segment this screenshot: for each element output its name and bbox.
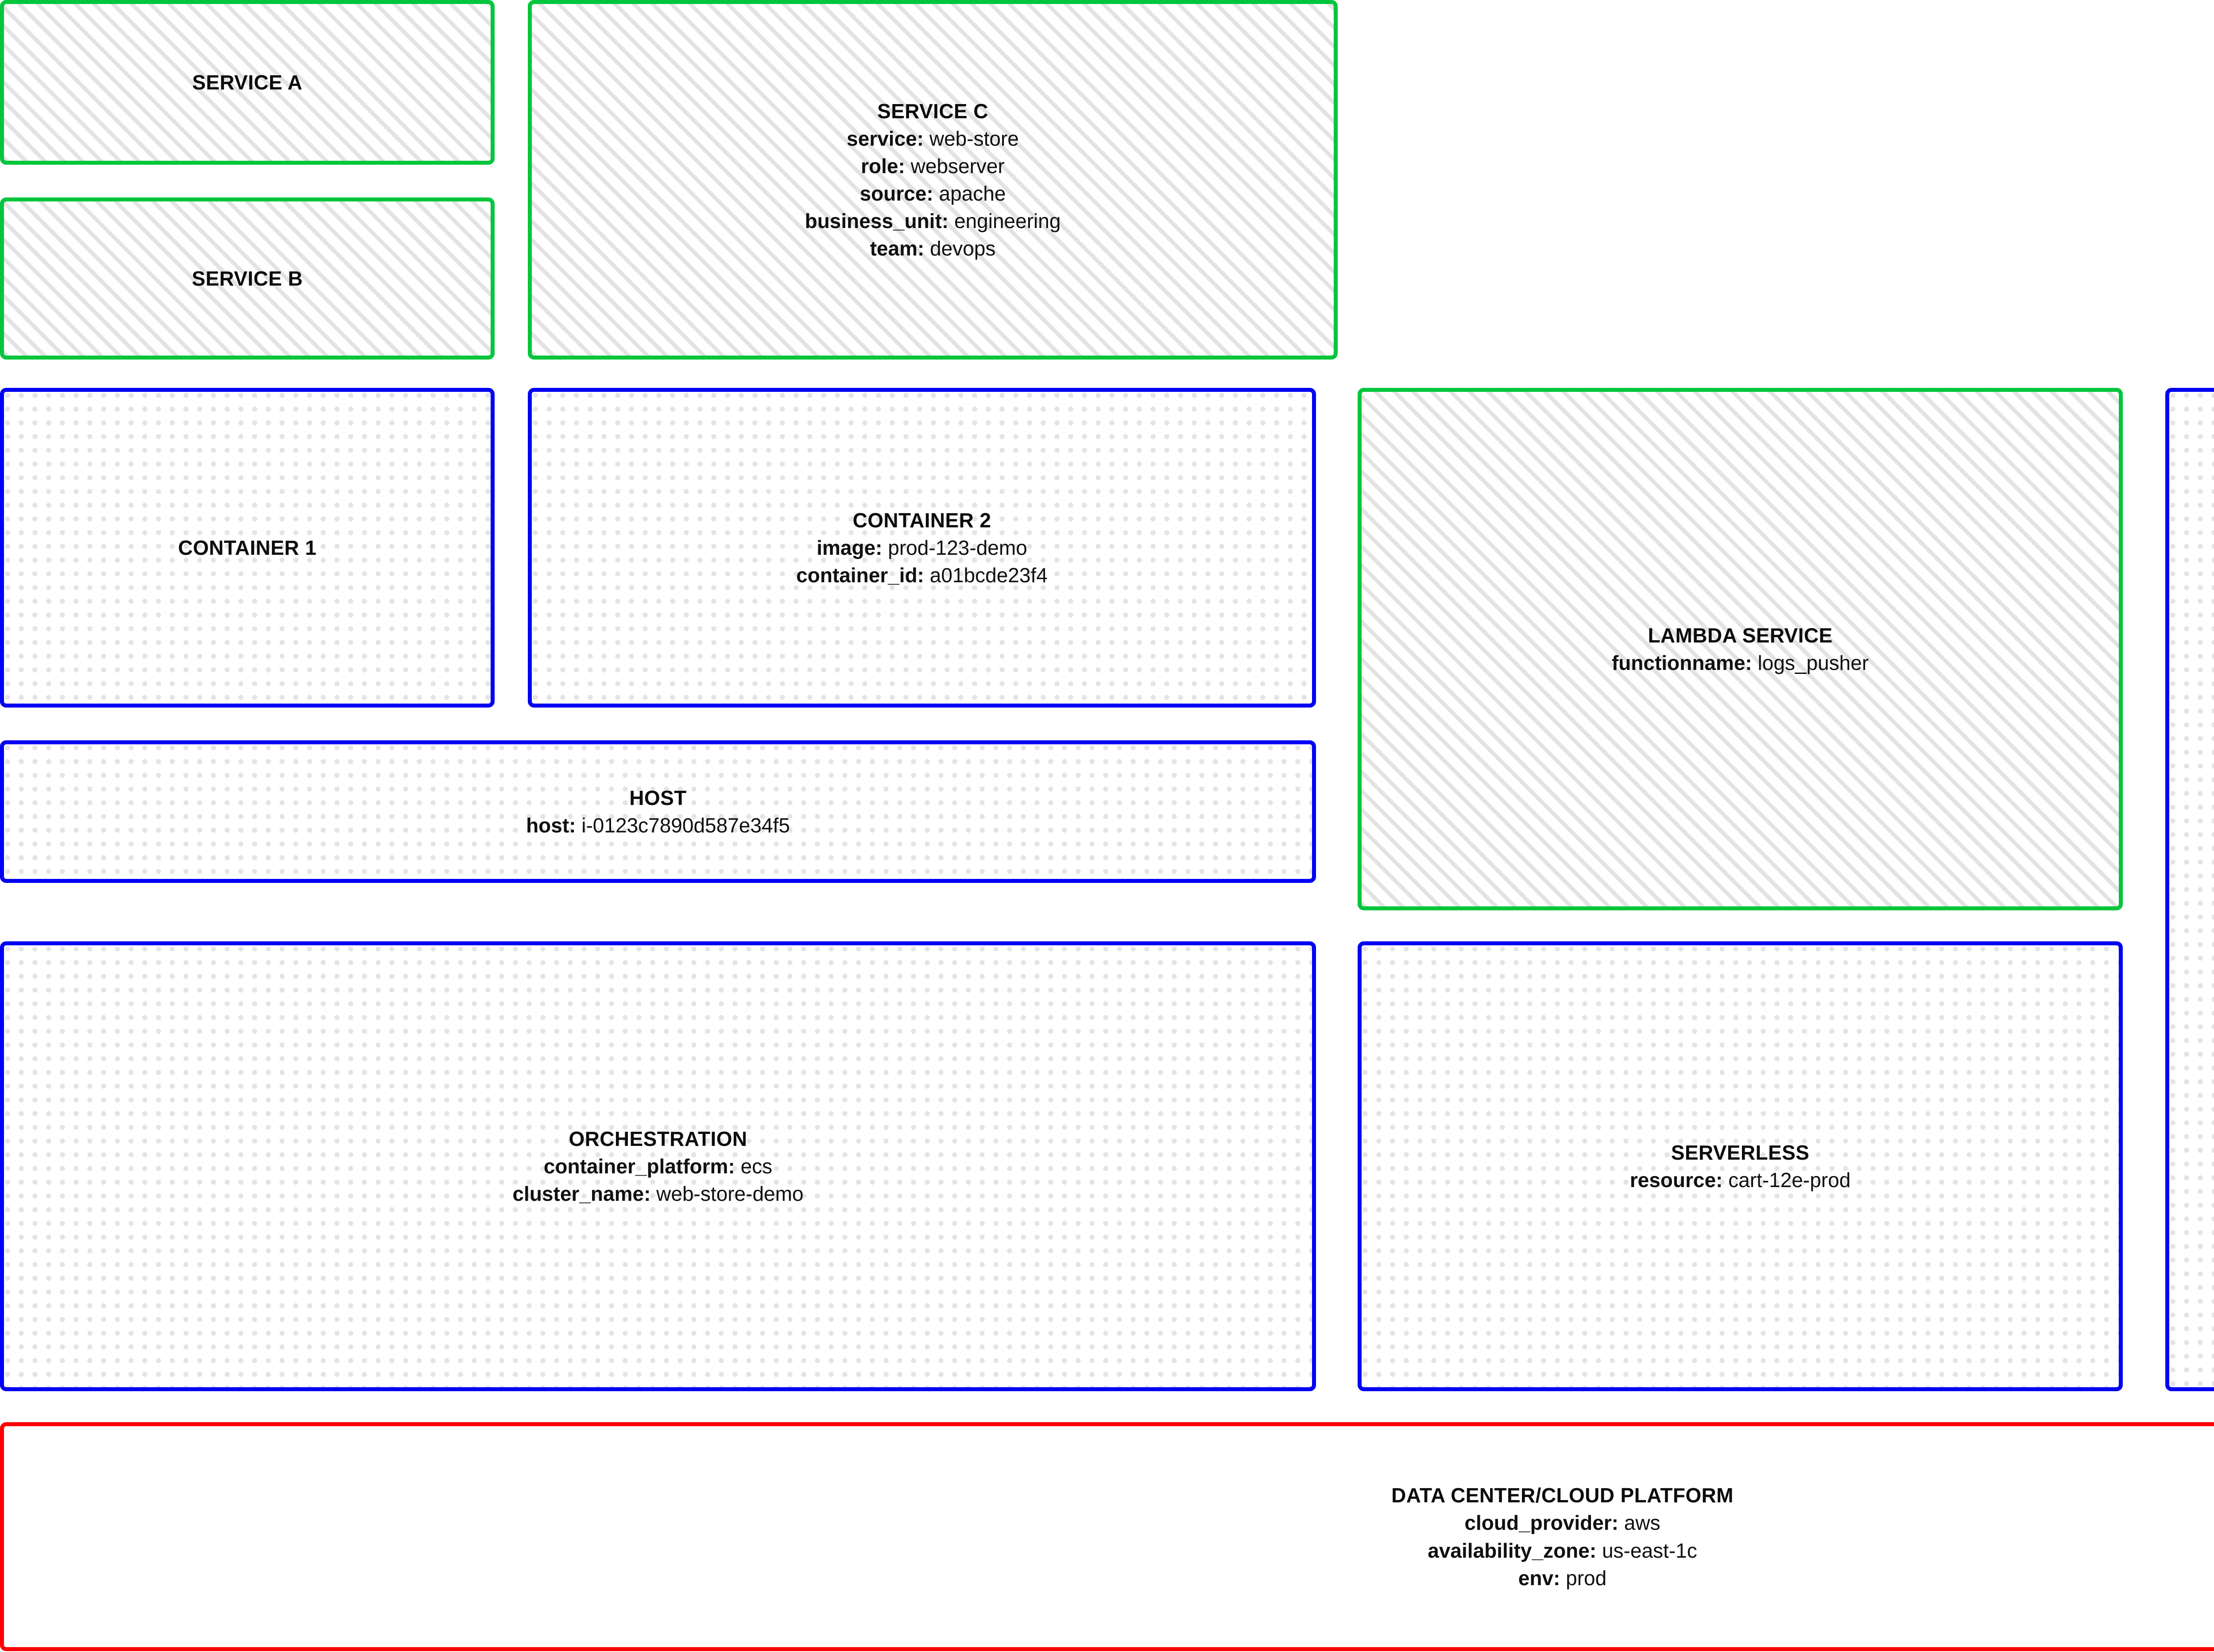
attr-key: cloud_provider: — [1464, 1511, 1618, 1535]
serverless-content: SERVERLESS resource: cart-12e-prod — [1622, 1139, 1859, 1194]
lambda-service-attr-functionname: functionname: logs_pusher — [1612, 649, 1869, 677]
attr-key: container_platform: — [543, 1154, 735, 1178]
service-c-title: SERVICE C — [877, 99, 988, 123]
orchestration-attr-cluster-name: cluster_name: web-store-demo — [512, 1180, 803, 1207]
service-b-content: SERVICE B — [184, 265, 311, 292]
attr-value: prod-123-demo — [888, 536, 1027, 559]
data-center-attr-availability-zone: availability_zone: us-east-1c — [1391, 1537, 1734, 1564]
host-attr-host: host: i-0123c7890d587e34f5 — [526, 812, 790, 839]
host-content: HOST host: i-0123c7890d587e34f5 — [518, 784, 798, 839]
lambda-service-content: LAMBDA SERVICE functionname: logs_pusher — [1604, 622, 1877, 677]
attr-key: image: — [817, 536, 883, 559]
lambda-service-box[interactable]: LAMBDA SERVICE functionname: logs_pusher — [1358, 388, 2123, 910]
orchestration-attr-container-platform: container_platform: ecs — [512, 1153, 803, 1180]
container-1-box[interactable]: CONTAINER 1 — [0, 388, 495, 708]
serverless-title: SERVERLESS — [1671, 1141, 1810, 1164]
attr-value: webserver — [910, 154, 1005, 178]
orchestration-content: ORCHESTRATION container_platform: ecs cl… — [504, 1125, 811, 1207]
data-center-cloud-platform-content: DATA CENTER/CLOUD PLATFORM cloud_provide… — [1383, 1482, 1742, 1591]
attr-value: engineering — [954, 209, 1061, 233]
service-c-attr-service: service: web-store — [805, 125, 1061, 152]
attr-value: web-store-demo — [656, 1182, 804, 1206]
attr-value: apache — [939, 182, 1006, 205]
attr-key: functionname: — [1611, 651, 1752, 674]
attr-key: host: — [526, 814, 576, 837]
container-1-title: CONTAINER 1 — [178, 536, 317, 559]
service-c-attr-team: team: devops — [805, 235, 1061, 262]
container-2-content: CONTAINER 2 image: prod-123-demo contain… — [788, 507, 1056, 589]
serverless-box[interactable]: SERVERLESS resource: cart-12e-prod — [1358, 941, 2123, 1391]
attr-value: i-0123c7890d587e34f5 — [581, 814, 790, 837]
service-c-attr-business-unit: business_unit: engineering — [805, 207, 1061, 235]
service-a-title: SERVICE A — [192, 70, 302, 94]
data-center-attr-env: env: prod — [1391, 1564, 1734, 1592]
attr-value: logs_pusher — [1757, 651, 1869, 674]
attr-value: ecs — [740, 1154, 773, 1178]
container-2-attr-image: image: prod-123-demo — [796, 534, 1048, 561]
service-c-box[interactable]: SERVICE C service: web-store role: webse… — [528, 0, 1338, 360]
service-c-attr-source: source: apache — [805, 180, 1061, 207]
attr-value: aws — [1624, 1511, 1660, 1535]
attr-value: a01bcde23f4 — [929, 564, 1048, 587]
service-b-box[interactable]: SERVICE B — [0, 197, 495, 360]
attr-key: availability_zone: — [1428, 1539, 1597, 1562]
host-title: HOST — [629, 786, 687, 809]
attr-value: devops — [930, 237, 996, 260]
lambda-service-title: LAMBDA SERVICE — [1648, 623, 1833, 647]
service-b-title: SERVICE B — [192, 267, 303, 290]
attr-key: container_id: — [796, 564, 924, 587]
data-center-cloud-platform-box[interactable]: DATA CENTER/CLOUD PLATFORM cloud_provide… — [0, 1422, 2214, 1651]
attr-key: role: — [861, 154, 905, 178]
container-1-content: CONTAINER 1 — [170, 534, 325, 561]
container-2-box[interactable]: CONTAINER 2 image: prod-123-demo contain… — [528, 388, 1316, 708]
attr-value: cart-12e-prod — [1728, 1168, 1851, 1192]
orchestration-box[interactable]: ORCHESTRATION container_platform: ecs cl… — [0, 941, 1316, 1391]
attr-key: service: — [847, 127, 924, 150]
container-2-title: CONTAINER 2 — [852, 508, 991, 532]
attr-value: web-store — [929, 127, 1019, 150]
service-c-content: SERVICE C service: web-store role: webse… — [797, 97, 1069, 263]
data-center-cloud-platform-title: DATA CENTER/CLOUD PLATFORM — [1391, 1484, 1734, 1507]
attr-key: env: — [1518, 1566, 1560, 1590]
container-2-attr-container-id: container_id: a01bcde23f4 — [796, 561, 1048, 589]
orchestration-title: ORCHESTRATION — [569, 1127, 747, 1150]
service-c-attr-role: role: webserver — [805, 152, 1061, 180]
host-box[interactable]: HOST host: i-0123c7890d587e34f5 — [0, 740, 1316, 883]
service-a-box[interactable]: SERVICE A — [0, 0, 495, 165]
attr-value: us-east-1c — [1602, 1539, 1697, 1562]
serverless-attr-resource: resource: cart-12e-prod — [1630, 1166, 1851, 1194]
attr-key: team: — [870, 237, 925, 260]
hosted-cloud-services-box[interactable]: HOSTED CLOUD SERVICES source: rds dbinst… — [2165, 388, 2214, 1391]
service-a-content: SERVICE A — [184, 69, 310, 96]
attr-value: prod — [1566, 1566, 1607, 1590]
data-center-attr-cloud-provider: cloud_provider: aws — [1391, 1509, 1734, 1536]
attr-key: business_unit: — [805, 209, 949, 233]
attr-key: cluster_name: — [512, 1182, 651, 1206]
attr-key: resource: — [1630, 1168, 1723, 1192]
attr-key: source: — [859, 182, 933, 205]
